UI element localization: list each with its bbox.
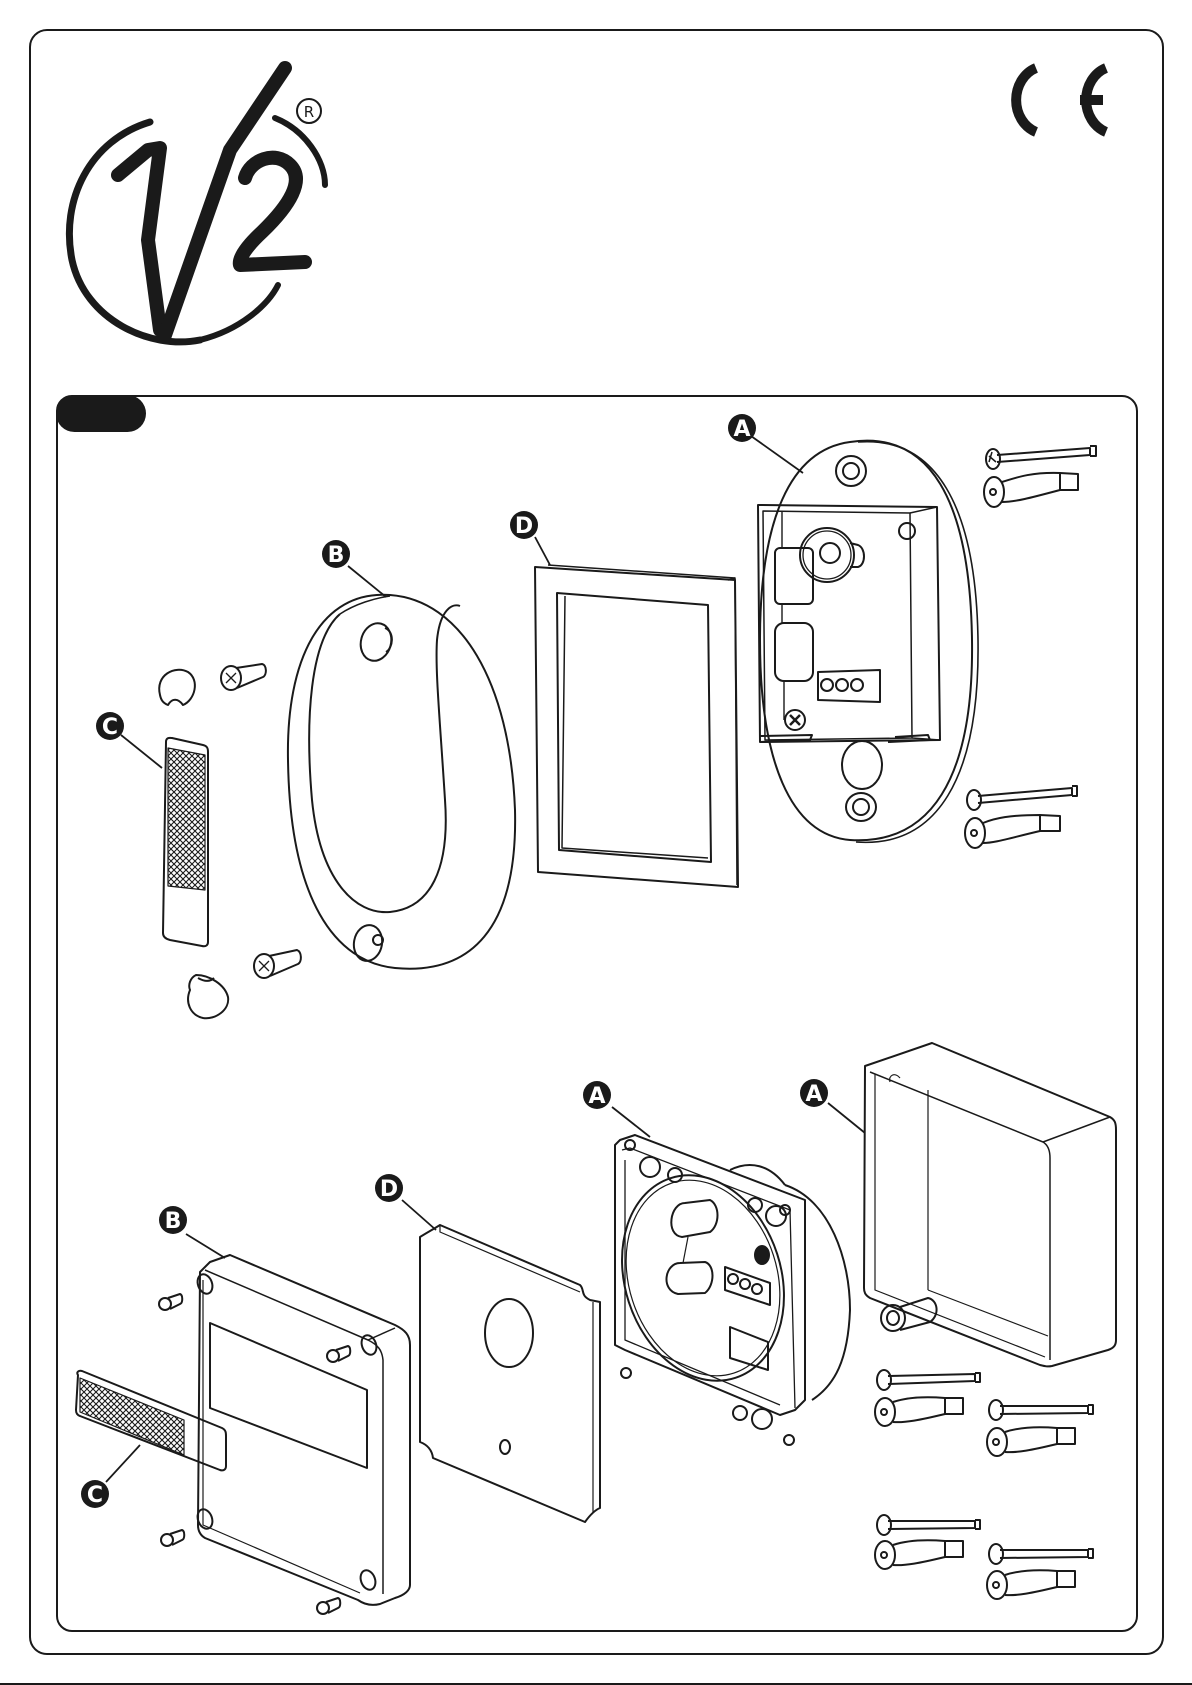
- top-cover-screw-2: [253, 949, 302, 979]
- label-bottom-d-text: D: [380, 1177, 398, 1202]
- page-bottom-rule: [0, 1683, 1192, 1685]
- label-bottom-d: D: [375, 1174, 403, 1202]
- bottom-cover-screw-2: [326, 1345, 352, 1363]
- top-cover-screw-1: [220, 663, 267, 691]
- label-bottom-a-plate-text: A: [588, 1084, 605, 1109]
- top-part-d-gasket-frame: [534, 564, 739, 888]
- top-part-c-mesh-label: [162, 736, 209, 948]
- label-bottom-b: B: [159, 1206, 187, 1234]
- top-cover-cap-2: [187, 974, 230, 1020]
- bottom-part-c-mesh-label: [75, 1369, 227, 1472]
- label-bottom-c: C: [81, 1480, 109, 1508]
- figure-frame: [56, 395, 1138, 1632]
- bottom-part-b-front-cover: [196, 1254, 411, 1606]
- bottom-wall-screw-1: [876, 1369, 981, 1391]
- brand-logo: [65, 61, 328, 346]
- label-top-b-text: B: [328, 543, 345, 568]
- label-bottom-a-box-text: A: [805, 1082, 822, 1107]
- page-frame: [29, 29, 1164, 1655]
- bottom-cover-screw-4: [316, 1597, 342, 1615]
- bottom-wall-screw-3: [876, 1514, 981, 1536]
- bottom-wall-screw-4: [988, 1543, 1094, 1565]
- top-wall-plug-1: [983, 471, 1079, 508]
- top-cover-cap-1: [158, 668, 196, 706]
- bottom-part-a-back-plate: [614, 1134, 851, 1446]
- label-top-c-text: C: [102, 715, 118, 740]
- bottom-part-d-gasket: [419, 1224, 601, 1523]
- ce-mark: [1011, 63, 1109, 137]
- label-top-c: C: [96, 712, 124, 740]
- label-bottom-c-text: C: [87, 1483, 103, 1508]
- label-top-d: D: [510, 511, 538, 539]
- bottom-part-a-surface-box: [863, 1042, 1117, 1368]
- bottom-wall-plug-4: [986, 1569, 1076, 1600]
- label-top-b: B: [322, 540, 350, 568]
- label-bottom-a-box: A: [800, 1079, 828, 1107]
- top-part-a-back-plate: [757, 439, 979, 844]
- bottom-wall-screw-2: [988, 1399, 1094, 1421]
- label-top-a: A: [728, 414, 756, 442]
- figure-number-tab: [56, 395, 146, 432]
- bottom-cover-screw-1: [158, 1293, 184, 1311]
- top-wall-screw-1: [985, 445, 1097, 470]
- bottom-wall-plug-1: [874, 1396, 964, 1427]
- top-wall-plug-2: [964, 814, 1061, 849]
- leader-lines: [105, 435, 866, 1483]
- bottom-wall-plug-3: [874, 1539, 964, 1570]
- label-top-a-text: A: [733, 417, 750, 442]
- label-bottom-a-plate: A: [583, 1081, 611, 1109]
- header-graphics: R: [65, 61, 1109, 346]
- label-top-d-text: D: [515, 514, 533, 539]
- registered-mark-text: R: [304, 103, 314, 121]
- bottom-cover-screw-3: [160, 1529, 186, 1547]
- top-wall-screw-2: [966, 785, 1078, 811]
- bottom-wall-plug-2: [986, 1426, 1076, 1457]
- registered-mark: R: [296, 98, 322, 124]
- top-part-b-front-cover: [286, 593, 517, 970]
- label-bottom-b-text: B: [165, 1209, 182, 1234]
